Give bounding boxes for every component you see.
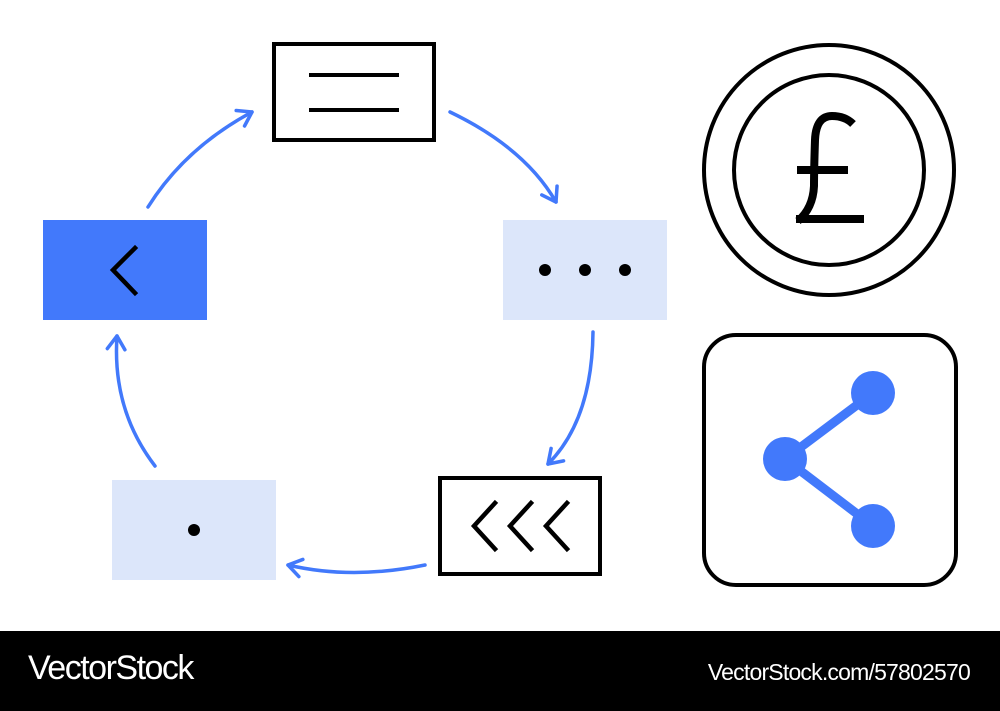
chevron-left-icon — [109, 244, 139, 297]
arrow-right-to-bottomright — [546, 330, 595, 466]
share-icon — [702, 333, 958, 587]
node-left-back-card — [43, 220, 207, 320]
triple-chevron-left-icon — [470, 499, 571, 553]
arrow-bottomright-to-bottomleft — [286, 557, 427, 579]
cycle-arrows — [105, 108, 595, 579]
dot-icon — [188, 524, 200, 536]
more-dots-icon — [539, 264, 631, 276]
menu-lines-icon — [309, 73, 399, 112]
node-bottom-left-dot-card — [112, 480, 276, 580]
arrow-left-to-top — [146, 108, 254, 209]
watermark-footer: VectorStock VectorStock.com/57802570 — [0, 631, 1000, 711]
cycle-diagram — [43, 42, 958, 587]
arrow-bottomleft-to-left — [105, 334, 157, 468]
pound-coin-icon — [702, 43, 956, 297]
node-right-more-card — [503, 220, 667, 320]
image-id: VectorStock.com/57802570 — [707, 659, 971, 685]
node-top-menu-card — [272, 42, 436, 142]
pound-sign-glyph — [795, 111, 864, 225]
node-bottom-right-rewind-card — [438, 476, 602, 576]
brand-logo: VectorStock — [28, 649, 194, 687]
arrow-top-to-right — [448, 110, 559, 204]
